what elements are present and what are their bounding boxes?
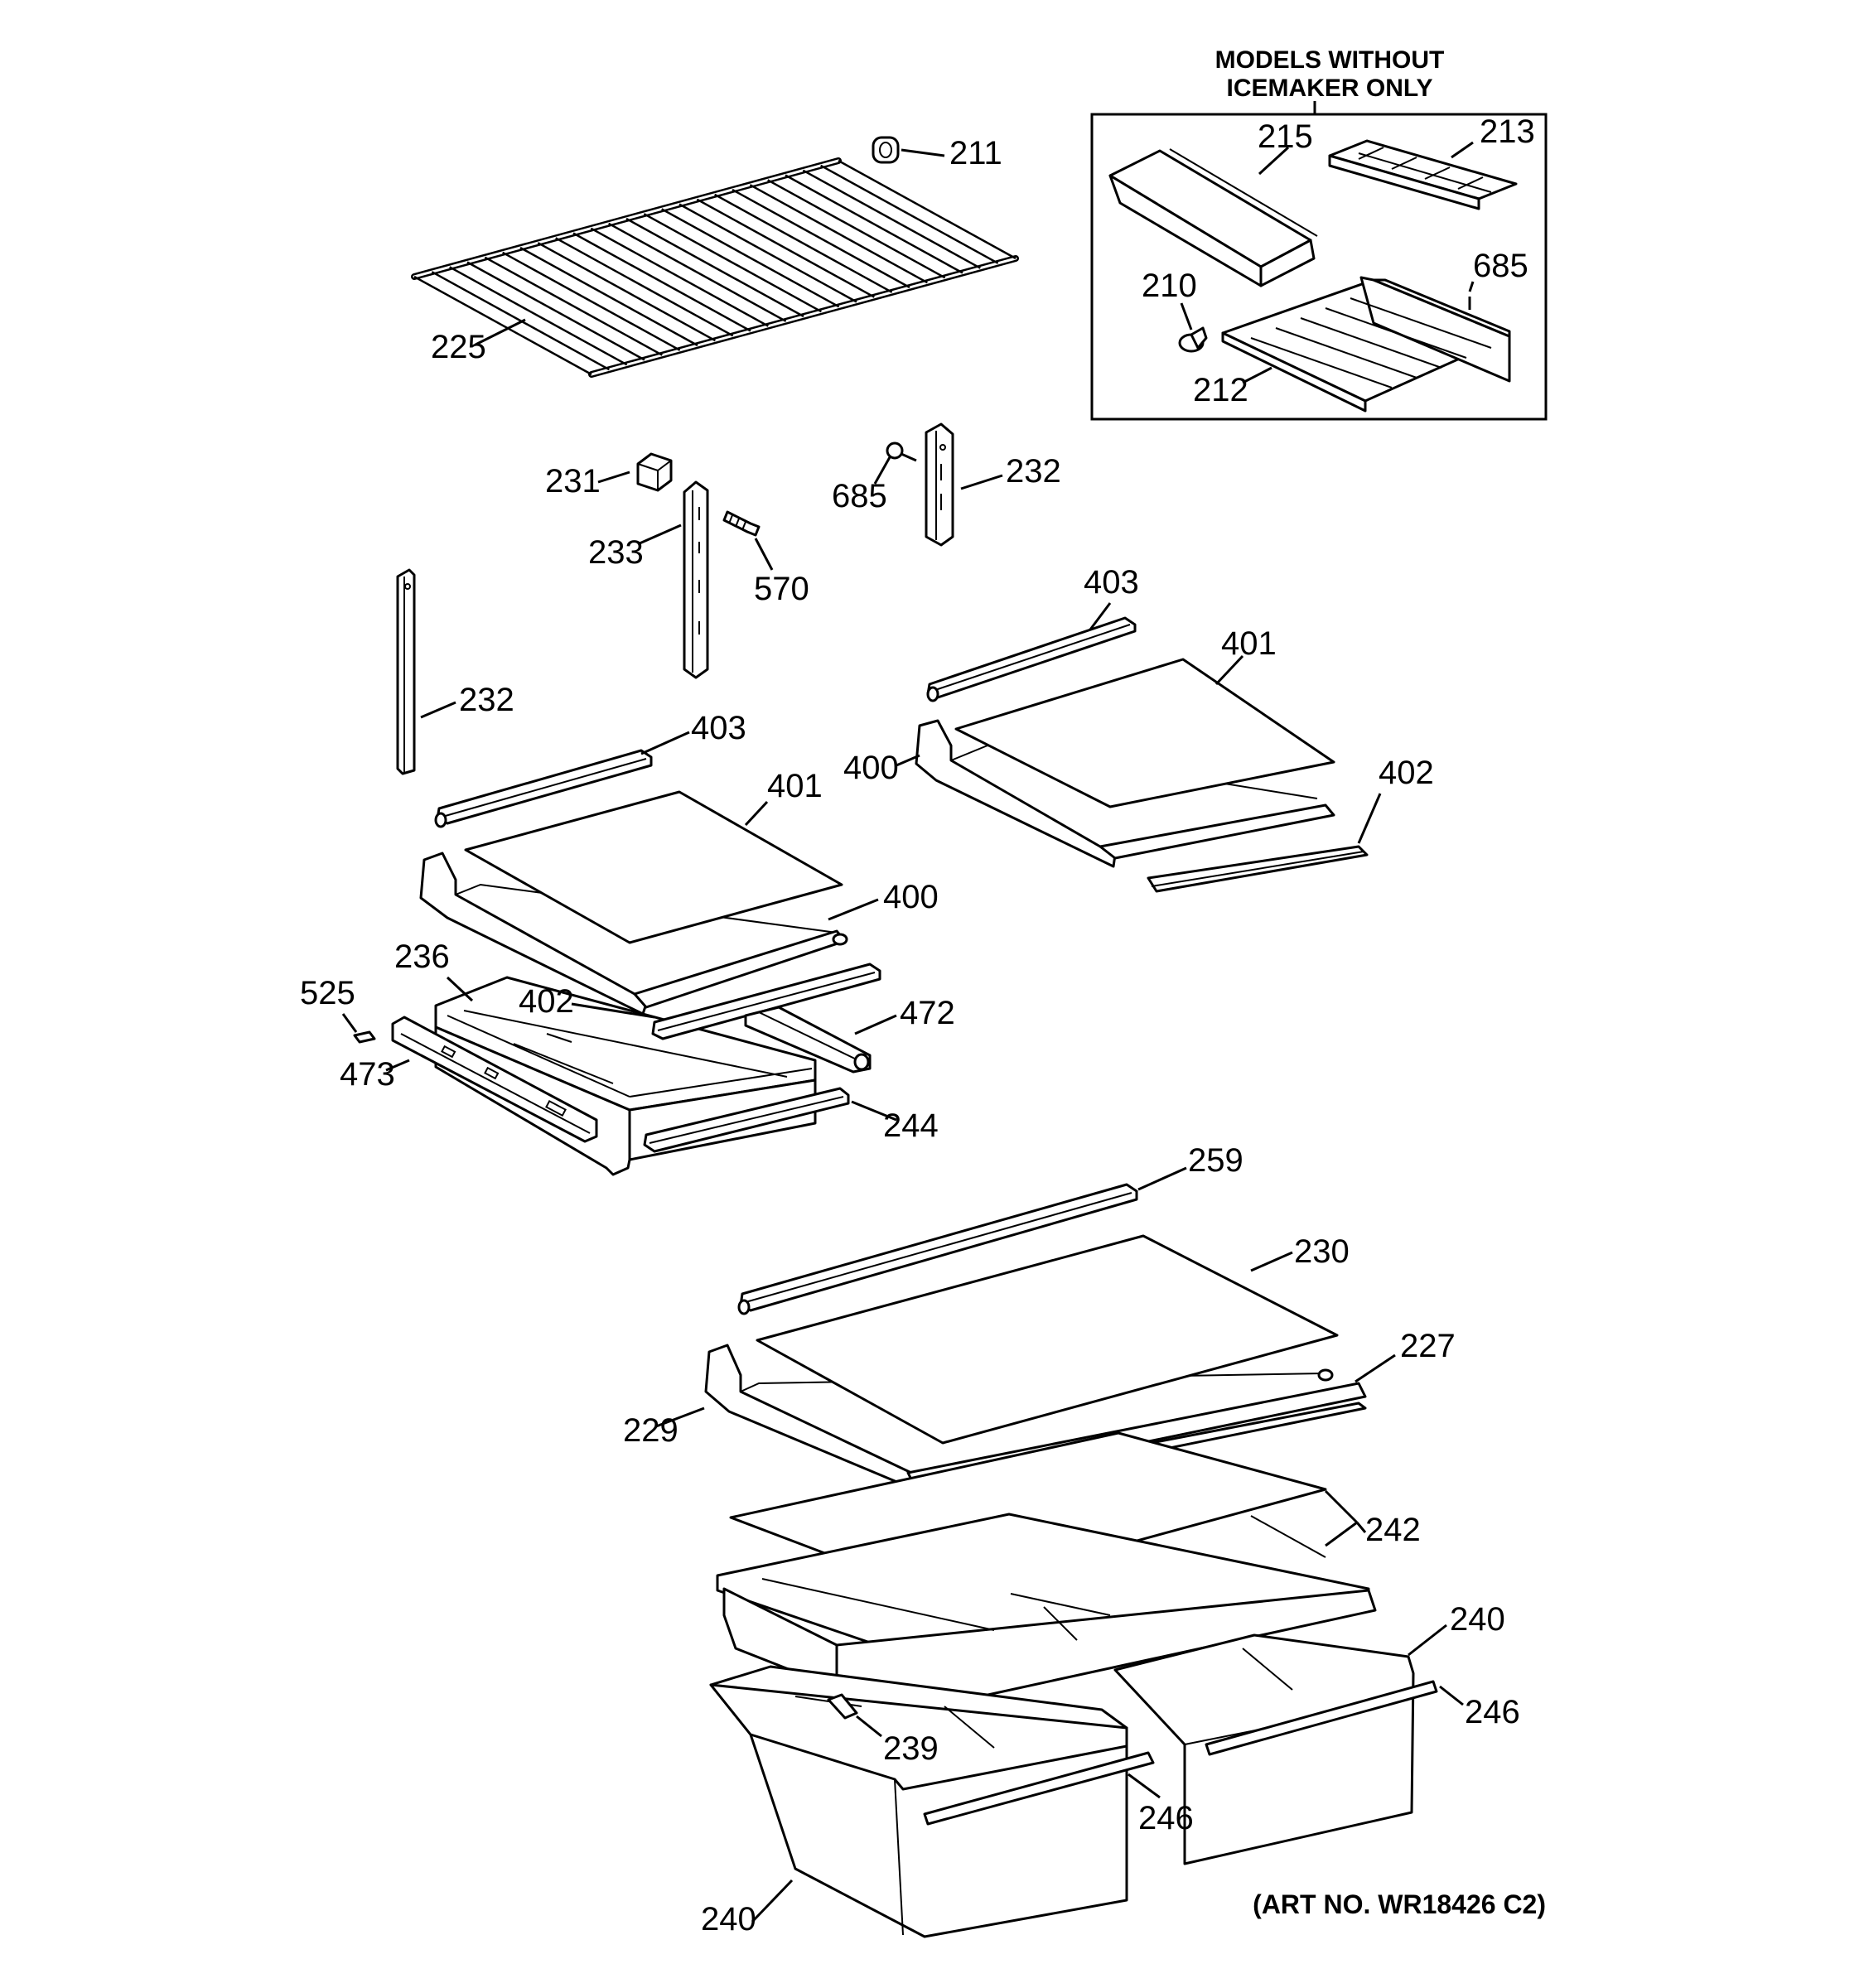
label-233: 233 xyxy=(588,534,644,571)
shelf-wire xyxy=(785,174,963,274)
part-212-rack xyxy=(1221,276,1511,413)
part-570-screw: 570 xyxy=(722,510,809,607)
label-227: 227 xyxy=(1400,1328,1456,1364)
label-685-inset: 685 xyxy=(1473,248,1528,284)
shelf-wire xyxy=(714,193,893,293)
shelf-wire xyxy=(555,237,734,337)
label-403-right: 403 xyxy=(1084,564,1139,601)
shelf-wire xyxy=(696,198,875,298)
part-213-ice-tray xyxy=(1328,139,1518,210)
shelf-wire xyxy=(661,208,840,308)
label-402-right: 402 xyxy=(1379,755,1434,791)
part-211-bushing: 211 xyxy=(872,135,1002,171)
shelf-wire xyxy=(643,213,822,313)
part-232-rail-right: 232 xyxy=(925,422,1061,547)
shelf-set-lower: 259 229 230 227 242 240 xyxy=(623,1142,1520,1938)
label-472: 472 xyxy=(900,995,955,1031)
label-232-left: 232 xyxy=(459,682,514,718)
part-210-clip xyxy=(1178,326,1208,353)
part-225-wire-shelf: 225 xyxy=(411,157,1019,378)
label-246-right: 246 xyxy=(1465,1694,1520,1730)
shelf-wire xyxy=(413,275,592,376)
inset-title-line2: ICEMAKER ONLY xyxy=(1227,75,1433,102)
label-525: 525 xyxy=(300,975,355,1011)
label-211: 211 xyxy=(949,135,1002,171)
inset-frame xyxy=(1090,113,1548,421)
shelf-wire xyxy=(625,217,804,318)
shelf-wire xyxy=(749,184,928,284)
label-229: 229 xyxy=(623,1412,678,1449)
label-259: 259 xyxy=(1188,1142,1243,1179)
label-685: 685 xyxy=(832,478,887,514)
shelf-wire xyxy=(537,242,716,342)
label-403-left: 403 xyxy=(691,710,746,746)
part-232-rail-left: 232 xyxy=(396,568,514,775)
label-240-right: 240 xyxy=(1450,1601,1505,1638)
shelf-wire xyxy=(608,222,787,322)
shelf-wire xyxy=(678,203,857,303)
label-212: 212 xyxy=(1193,372,1248,408)
label-240-left: 240 xyxy=(701,1901,756,1937)
label-213: 213 xyxy=(1480,113,1535,150)
label-239: 239 xyxy=(883,1730,939,1767)
label-244: 244 xyxy=(883,1107,939,1144)
label-225: 225 xyxy=(431,329,486,365)
label-231: 231 xyxy=(545,463,601,499)
label-401-left: 401 xyxy=(767,768,823,804)
shelf-wire xyxy=(732,188,910,289)
shelf-set-left: 403 401 400 236 402 472 xyxy=(300,710,955,1176)
inset-title-line1: MODELS WITHOUT xyxy=(1215,46,1445,74)
shelf-wire xyxy=(466,261,645,361)
label-232-right: 232 xyxy=(1006,453,1061,490)
shelf-wire xyxy=(590,227,769,327)
part-231-block: 231 xyxy=(545,452,673,499)
shelf-wire xyxy=(484,256,663,356)
shelf-wire xyxy=(502,251,681,351)
label-400-right: 400 xyxy=(843,750,899,786)
shelf-wire xyxy=(802,169,981,269)
shelf-wire xyxy=(449,266,628,366)
label-230: 230 xyxy=(1294,1233,1350,1270)
part-233-rail: 233 xyxy=(588,480,709,679)
label-215: 215 xyxy=(1258,118,1313,155)
shelf-set-upper-right: 403 401 400 402 xyxy=(843,564,1434,893)
label-246-left: 246 xyxy=(1138,1800,1194,1836)
shelf-wire xyxy=(519,246,698,347)
label-401-right: 401 xyxy=(1221,625,1277,662)
label-210: 210 xyxy=(1142,268,1197,304)
shelf-wire xyxy=(838,159,1017,260)
part-685-screw: 685 xyxy=(832,442,917,514)
art-number: (ART NO. WR18426 C2) xyxy=(1253,1889,1546,1919)
label-570: 570 xyxy=(754,571,809,607)
label-402-left: 402 xyxy=(519,983,574,1020)
shelf-wire xyxy=(572,232,751,332)
label-242: 242 xyxy=(1365,1512,1421,1548)
part-215-bin xyxy=(1108,148,1318,287)
label-236: 236 xyxy=(394,939,450,975)
shelf-wire xyxy=(820,164,999,264)
inset-panel: MODELS WITHOUT ICEMAKER ONLY xyxy=(1090,46,1548,421)
shelf-wire xyxy=(767,179,946,279)
label-473: 473 xyxy=(340,1056,395,1093)
label-400-left: 400 xyxy=(883,879,939,915)
